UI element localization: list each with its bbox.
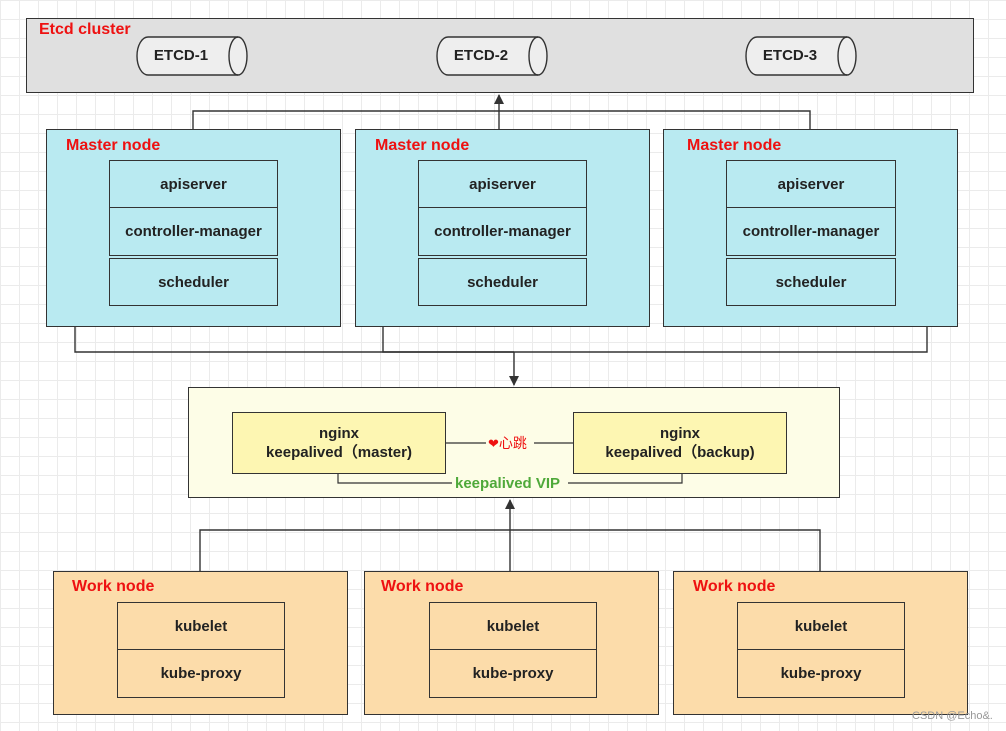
master-node-1-title: Master node (66, 137, 161, 154)
work-node-2 (364, 571, 659, 715)
master-node-1 (46, 129, 341, 327)
master-1-scheduler: scheduler (109, 258, 278, 306)
work-node-2-title: Work node (381, 578, 464, 595)
work-1-kube-proxy: kube-proxy (117, 649, 285, 698)
nginx-master-line1: nginx (319, 425, 359, 442)
master-3-controller-manager: controller-manager (726, 207, 896, 256)
etcd-cluster-title: Etcd cluster (39, 21, 131, 38)
master-node-3 (663, 129, 958, 327)
master-2-scheduler: scheduler (418, 258, 587, 306)
master-node-2 (355, 129, 650, 327)
master-1-controller-manager: controller-manager (109, 207, 278, 256)
master-3-scheduler: scheduler (726, 258, 896, 306)
keepalived-vip-label: keepalived VIP (455, 475, 561, 492)
nginx-backup-line1: nginx (660, 425, 700, 442)
nginx-backup-line2: keepalived（backup) (605, 444, 755, 461)
master-3-apiserver: apiserver (726, 160, 896, 208)
work-node-1 (53, 571, 348, 715)
nginx-master-box: nginx keepalived（master) (232, 412, 446, 474)
heart-icon: ❤ (488, 436, 499, 451)
master-1-apiserver: apiserver (109, 160, 278, 208)
master-2-apiserver: apiserver (418, 160, 587, 208)
etcd-2-label: ETCD-2 (453, 47, 509, 64)
watermark: CSDN @Echo&. (912, 710, 993, 722)
master-node-2-title: Master node (375, 137, 470, 154)
heartbeat-label-group: ❤心跳 (488, 433, 527, 453)
work-3-kube-proxy: kube-proxy (737, 649, 905, 698)
work-2-kube-proxy: kube-proxy (429, 649, 597, 698)
work-1-kubelet: kubelet (117, 602, 285, 650)
master-2-controller-manager: controller-manager (418, 207, 587, 256)
nginx-backup-box: nginx keepalived（backup) (573, 412, 787, 474)
heartbeat-label: 心跳 (498, 435, 527, 451)
nginx-master-line2: keepalived（master) (266, 444, 412, 461)
etcd-1-label: ETCD-1 (153, 47, 209, 64)
work-3-kubelet: kubelet (737, 602, 905, 650)
master-node-3-title: Master node (687, 137, 782, 154)
work-node-3 (673, 571, 968, 715)
work-node-1-title: Work node (72, 578, 155, 595)
etcd-3-label: ETCD-3 (762, 47, 818, 64)
work-node-3-title: Work node (693, 578, 776, 595)
work-2-kubelet: kubelet (429, 602, 597, 650)
